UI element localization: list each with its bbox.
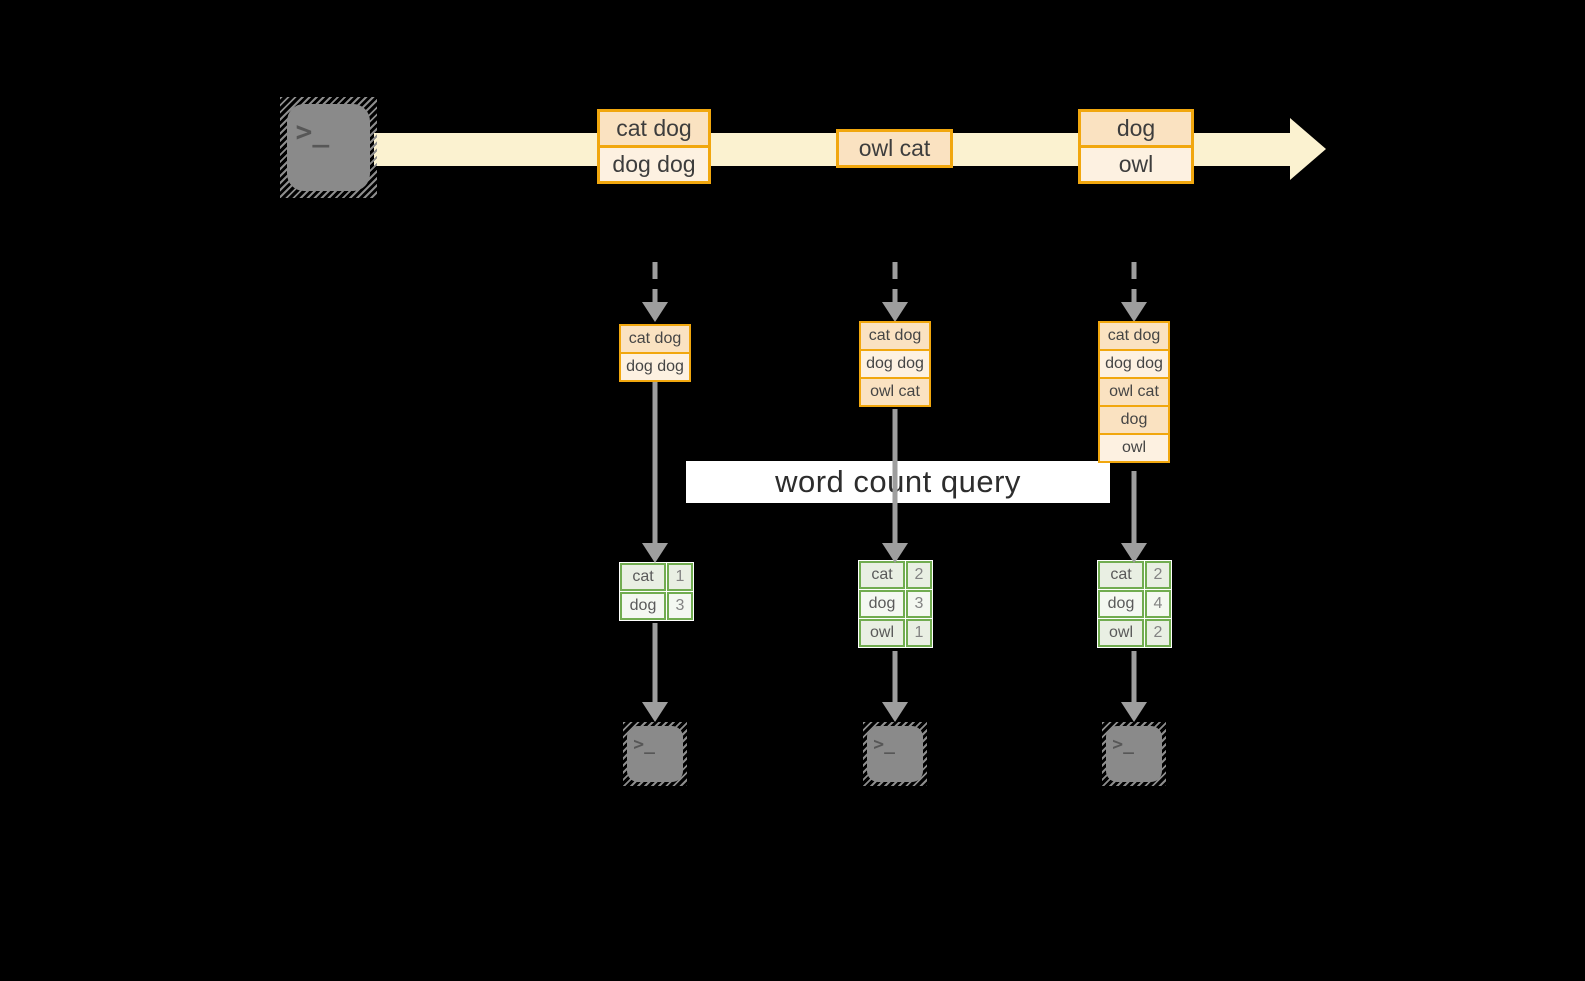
stream-cell: cat dog bbox=[597, 109, 711, 148]
result-word-cell: dog bbox=[859, 590, 905, 618]
microbatch-stack: cat dog dog dog owl cat bbox=[859, 321, 931, 407]
query-label-text: word count query bbox=[775, 464, 1021, 499]
prompt-icon: >_ bbox=[873, 733, 895, 755]
stream-batch-box: cat dog dog dog bbox=[597, 109, 711, 184]
sink-terminal-icon: >_ bbox=[1102, 722, 1166, 786]
stream-arrowhead-icon bbox=[1290, 118, 1326, 180]
result-word-cell: cat bbox=[620, 563, 666, 591]
result-count-cell: 2 bbox=[1145, 619, 1171, 647]
stream-cell: dog bbox=[1078, 109, 1194, 148]
result-arrow bbox=[1121, 651, 1147, 722]
microbatch-cell: dog dog bbox=[619, 352, 691, 382]
sink-terminal-icon: >_ bbox=[623, 722, 687, 786]
result-word-cell: cat bbox=[859, 561, 905, 589]
wordcount-table: cat 2 dog 4 owl 2 bbox=[1097, 560, 1172, 648]
sink-terminal-icon: >_ bbox=[863, 722, 927, 786]
query-label: word count query bbox=[686, 461, 1110, 503]
result-count-cell: 2 bbox=[1145, 561, 1171, 589]
result-word-cell: dog bbox=[620, 592, 666, 620]
microbatch-cell: dog bbox=[1098, 405, 1170, 435]
query-arrow bbox=[1121, 471, 1147, 563]
result-count-cell: 3 bbox=[667, 592, 693, 620]
stream-cell: owl cat bbox=[836, 129, 953, 168]
microbatch-cell: cat dog bbox=[619, 324, 691, 354]
terminal-body bbox=[1106, 726, 1162, 782]
result-word-cell: dog bbox=[1098, 590, 1144, 618]
microbatch-cell: dog dog bbox=[1098, 349, 1170, 379]
prompt-icon: >_ bbox=[633, 733, 655, 755]
microbatch-stack: cat dog dog dog bbox=[619, 324, 691, 382]
result-count-cell: 4 bbox=[1145, 590, 1171, 618]
query-arrow bbox=[882, 409, 908, 563]
microbatch-cell: owl cat bbox=[859, 377, 931, 407]
stream-batch-box: owl cat bbox=[836, 129, 953, 168]
terminal-body bbox=[867, 726, 923, 782]
microbatch-cell: dog dog bbox=[859, 349, 931, 379]
batch-arrow-dashed bbox=[1121, 262, 1147, 322]
result-arrow bbox=[882, 651, 908, 722]
source-terminal-icon: >_ bbox=[280, 97, 377, 198]
result-count-cell: 3 bbox=[906, 590, 932, 618]
prompt-icon: >_ bbox=[295, 115, 330, 149]
stream-cell: dog dog bbox=[597, 145, 711, 184]
result-count-cell: 1 bbox=[667, 563, 693, 591]
result-count-cell: 2 bbox=[906, 561, 932, 589]
microbatch-stack: cat dog dog dog owl cat dog owl bbox=[1098, 321, 1170, 463]
result-count-cell: 1 bbox=[906, 619, 932, 647]
wordcount-table: cat 1 dog 3 bbox=[619, 562, 694, 621]
microbatch-cell: owl bbox=[1098, 433, 1170, 463]
batch-arrow-dashed bbox=[642, 262, 668, 322]
result-word-cell: owl bbox=[1098, 619, 1144, 647]
wordcount-table: cat 2 dog 3 owl 1 bbox=[858, 560, 933, 648]
microbatch-cell: cat dog bbox=[1098, 321, 1170, 351]
prompt-icon: >_ bbox=[1112, 733, 1134, 755]
microbatch-cell: cat dog bbox=[859, 321, 931, 351]
query-arrow bbox=[642, 382, 668, 563]
terminal-body bbox=[627, 726, 683, 782]
result-word-cell: owl bbox=[859, 619, 905, 647]
batch-arrow-dashed bbox=[882, 262, 908, 322]
microbatch-cell: owl cat bbox=[1098, 377, 1170, 407]
result-word-cell: cat bbox=[1098, 561, 1144, 589]
terminal-body bbox=[286, 104, 371, 191]
stream-batch-box: dog owl bbox=[1078, 109, 1194, 184]
result-arrow bbox=[642, 623, 668, 722]
stream-cell: owl bbox=[1078, 145, 1194, 184]
